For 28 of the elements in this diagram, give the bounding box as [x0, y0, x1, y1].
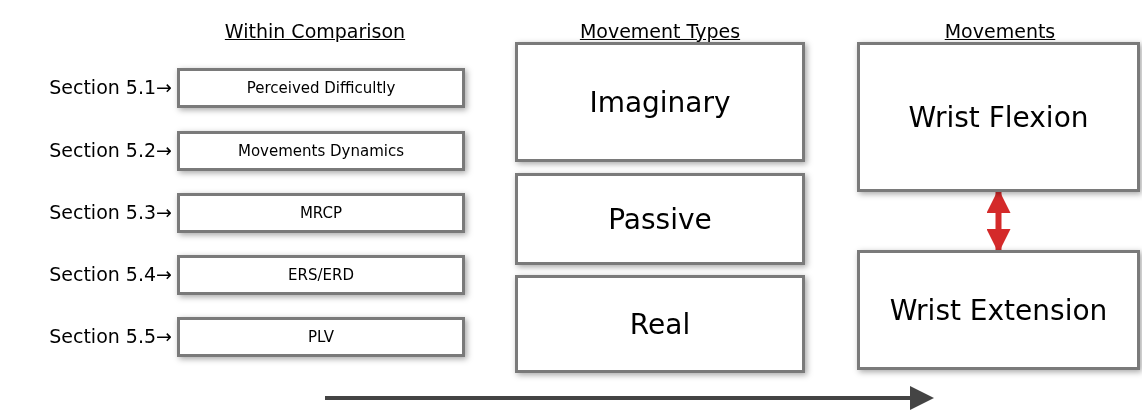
column-heading: Within Comparison: [224, 20, 406, 42]
box-label: MRCP: [299, 204, 343, 222]
section-label: Section 5.2→: [49, 139, 172, 161]
text-box: [515, 42, 805, 162]
box-label: Perceived Difficultly: [246, 79, 396, 97]
text-box: [857, 42, 1140, 192]
text-box: [857, 250, 1140, 370]
box-label: Wrist Extension: [889, 293, 1108, 327]
text-box: [177, 255, 465, 295]
box-label: Passive: [608, 202, 712, 236]
text-box: [177, 317, 465, 357]
text-box: [177, 193, 465, 233]
text-box: [177, 131, 465, 171]
section-label: Section 5.5→: [49, 325, 172, 347]
box-label: ERS/ERD: [288, 266, 354, 284]
text-box: [515, 275, 805, 373]
text-box: [515, 173, 805, 265]
section-label: Section 5.4→: [49, 263, 172, 285]
section-label: Section 5.1→: [49, 76, 172, 98]
section-label: Section 5.3→: [49, 201, 172, 223]
box-label: Real: [629, 307, 691, 341]
box-label: Movements Dynamics: [238, 142, 404, 160]
column-heading: Movement Types: [579, 20, 741, 42]
box-label: PLV: [308, 328, 334, 346]
text-box: [177, 68, 465, 108]
box-label: Wrist Flexion: [908, 100, 1089, 134]
column-heading: Movements: [944, 20, 1056, 42]
box-label: Imaginary: [589, 85, 731, 119]
